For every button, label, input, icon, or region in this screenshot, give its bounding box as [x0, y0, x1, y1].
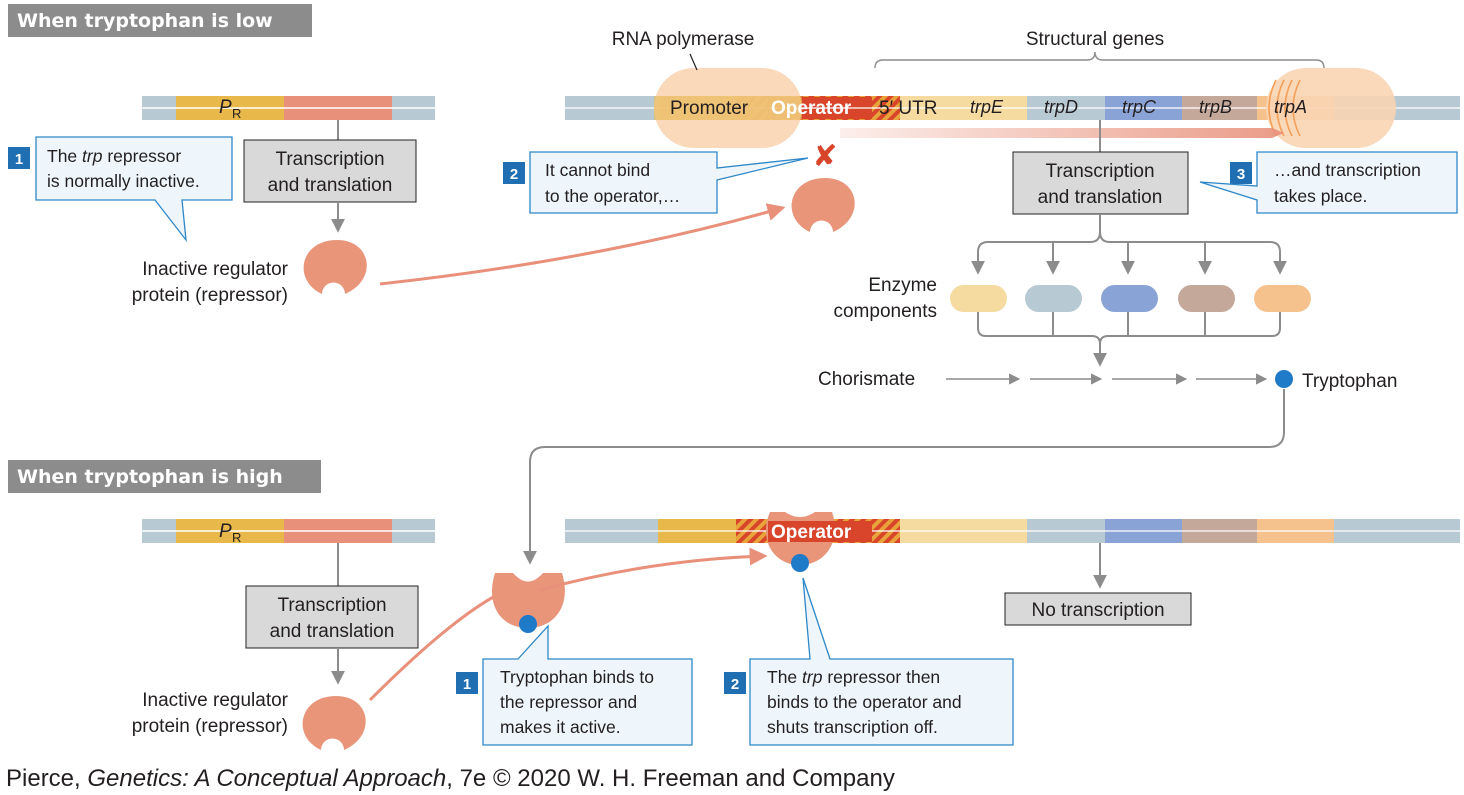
svg-text:No transcription: No transcription: [1031, 600, 1164, 621]
svg-text:and translation: and translation: [270, 621, 395, 642]
tryptophan-molecule-icon: [1275, 370, 1293, 388]
svg-text:trpC: trpC: [1122, 97, 1157, 117]
header-low: When tryptophan is low: [8, 4, 312, 37]
svg-text:Tryptophan: Tryptophan: [1302, 371, 1397, 392]
regulator-gene-bottom: P R: [142, 519, 435, 545]
svg-text:Transcription: Transcription: [275, 149, 384, 170]
svg-text:is normally inactive.: is normally inactive.: [47, 171, 200, 191]
repressor-path-arrow-bottom-b: [539, 547, 768, 592]
svg-text:Inactive regulator: Inactive regulator: [142, 259, 288, 280]
svg-text:RNA polymerase: RNA polymerase: [612, 29, 755, 50]
svg-text:R: R: [232, 106, 241, 121]
bound-repressor-on-operator: [765, 512, 872, 572]
svg-text:Enzyme: Enzyme: [868, 275, 937, 296]
svg-text:2: 2: [510, 166, 518, 183]
svg-text:the repressor and: the repressor and: [500, 692, 637, 712]
inactive-repressor-near-operator: [791, 178, 855, 232]
svg-text:to the operator,…: to the operator,…: [545, 186, 680, 206]
svg-text:The trp repressor: The trp repressor: [47, 146, 181, 166]
no-transcription-box: No transcription: [1004, 592, 1192, 626]
inactive-repressor-bottom: [302, 696, 366, 750]
svg-text:Promoter: Promoter: [670, 98, 749, 119]
enzyme-branch-arrows: [971, 214, 1287, 275]
credit-line: Pierce, Genetics: A Conceptual Approach,…: [6, 765, 895, 792]
svg-text:1: 1: [15, 151, 23, 168]
regulator-gene-top: P R: [142, 96, 435, 121]
callout-low-1: 1 The trp repressor is normally inactive…: [8, 136, 233, 243]
svg-text:and translation: and translation: [1038, 187, 1163, 208]
cannot-bind-x-icon: ✘: [812, 139, 837, 174]
svg-text:3: 3: [1237, 166, 1245, 183]
svg-text:The trp repressor then: The trp repressor then: [767, 667, 940, 687]
svg-text:trpD: trpD: [1044, 97, 1078, 117]
svg-text:When tryptophan is high: When tryptophan is high: [17, 466, 283, 488]
svg-text:protein (repressor): protein (repressor): [132, 285, 288, 306]
svg-text:Structural genes: Structural genes: [1026, 29, 1164, 50]
structural-genes-bracket: [874, 51, 1325, 69]
svg-text:and translation: and translation: [268, 175, 393, 196]
svg-text:Operator: Operator: [771, 522, 852, 543]
svg-text:protein (repressor): protein (repressor): [132, 716, 288, 737]
svg-text:trpB: trpB: [1199, 97, 1232, 117]
svg-text:5′ UTR: 5′ UTR: [879, 98, 937, 119]
svg-text:components: components: [833, 301, 937, 322]
callout-high-2: 2 The trp repressor then binds to the op…: [724, 577, 1014, 746]
svg-text:2: 2: [731, 676, 739, 693]
transcription-translation-box-bottom-left: Transcription and translation: [245, 585, 419, 649]
header-high: When tryptophan is high: [8, 460, 321, 493]
rna-polymerase-end: [1266, 68, 1396, 148]
enzyme-merge-bracket: [977, 312, 1281, 367]
operon-dna-bottom: [565, 519, 1460, 543]
svg-text:P: P: [219, 97, 232, 118]
transcription-translation-box-top-left: Transcription and translation: [243, 139, 417, 203]
svg-text:trpE: trpE: [970, 97, 1004, 117]
callout-high-1: 1 Tryptophan binds to the repressor and …: [456, 624, 693, 746]
repressor-path-arrow-top: [379, 203, 786, 286]
svg-text:When tryptophan is low: When tryptophan is low: [17, 10, 273, 32]
svg-text:P: P: [219, 521, 232, 542]
svg-text:binds to the operator and: binds to the operator and: [767, 692, 962, 712]
svg-text:…and transcription: …and transcription: [1274, 160, 1421, 180]
svg-text:1: 1: [463, 676, 471, 693]
svg-text:takes place.: takes place.: [1274, 186, 1367, 206]
active-repressor: [491, 573, 565, 633]
enzyme-components: [950, 285, 1311, 312]
transcription-translation-box-center: Transcription and translation: [1012, 151, 1189, 215]
svg-text:It cannot bind: It cannot bind: [545, 160, 650, 180]
svg-text:Inactive regulator: Inactive regulator: [142, 690, 288, 711]
svg-text:Operator: Operator: [771, 98, 852, 119]
svg-text:Transcription: Transcription: [1045, 161, 1154, 182]
callout-low-3: 3 …and transcription takes place.: [1199, 151, 1458, 214]
svg-text:makes it active.: makes it active.: [500, 717, 621, 737]
callout-low-2: 2 It cannot bind to the operator,…: [503, 151, 809, 214]
svg-text:shuts transcription off.: shuts transcription off.: [767, 717, 938, 737]
svg-text:Chorismate: Chorismate: [818, 369, 915, 390]
transcript-arrow: [840, 128, 1284, 138]
svg-text:trpA: trpA: [1274, 97, 1307, 117]
svg-text:Tryptophan binds to: Tryptophan binds to: [500, 667, 654, 687]
svg-text:Transcription: Transcription: [277, 595, 386, 616]
inactive-repressor-top: [303, 240, 367, 294]
svg-text:R: R: [232, 530, 241, 545]
tryptophan-feedback-arrow: [523, 389, 1285, 565]
